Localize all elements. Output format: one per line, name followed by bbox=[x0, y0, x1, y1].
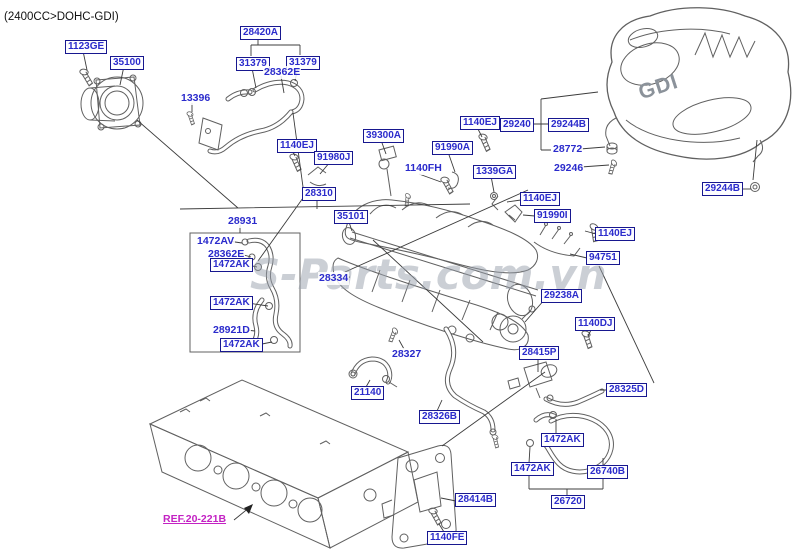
part-label-28326B[interactable]: 28326B bbox=[419, 410, 461, 424]
part-label-1140EJ[interactable]: 1140EJ bbox=[277, 139, 317, 153]
vapor-hose-assembly bbox=[183, 79, 305, 155]
map-sensor bbox=[378, 145, 397, 197]
part-label-29238A[interactable]: 29238A bbox=[541, 289, 583, 303]
cover-grommet bbox=[606, 142, 618, 155]
part-label-28310[interactable]: 28310 bbox=[302, 187, 336, 201]
part-label-31379[interactable]: 31379 bbox=[236, 57, 270, 71]
part-label-29244B[interactable]: 29244B bbox=[548, 118, 590, 132]
part-label-28327[interactable]: 28327 bbox=[391, 348, 423, 361]
part-label-1472AK[interactable]: 1472AK bbox=[210, 258, 253, 272]
part-label-28362E[interactable]: 28362E bbox=[207, 248, 246, 261]
part-label-28362E[interactable]: 28362E bbox=[263, 66, 302, 79]
part-label-28772[interactable]: 28772 bbox=[552, 143, 584, 156]
intake-manifold bbox=[332, 192, 539, 351]
part-label-35100[interactable]: 35100 bbox=[110, 56, 144, 70]
engine-block bbox=[148, 379, 419, 549]
part-label-91990I[interactable]: 91990I bbox=[534, 209, 571, 223]
part-label-21140[interactable]: 21140 bbox=[351, 386, 385, 400]
ref-link[interactable]: REF.20-221B bbox=[163, 513, 227, 525]
o-ring bbox=[341, 227, 357, 245]
ref-arrowhead bbox=[244, 504, 253, 514]
vacuum-fitting bbox=[348, 326, 402, 388]
part-label-28414B[interactable]: 28414B bbox=[455, 493, 497, 507]
throttle-body bbox=[77, 68, 144, 131]
part-label-26720[interactable]: 26720 bbox=[551, 495, 585, 509]
part-label-1140EJ[interactable]: 1140EJ bbox=[460, 116, 500, 130]
part-label-29246[interactable]: 29246 bbox=[553, 162, 585, 175]
part-label-1140EJ[interactable]: 1140EJ bbox=[520, 192, 560, 206]
part-label-1472AV[interactable]: 1472AV bbox=[196, 235, 236, 248]
part-label-1140FH[interactable]: 1140FH bbox=[404, 162, 443, 175]
part-label-91990A[interactable]: 91990A bbox=[432, 141, 474, 155]
cover-mount-nut bbox=[750, 182, 760, 192]
part-label-1140EJ[interactable]: 1140EJ bbox=[595, 227, 635, 241]
part-label-28415P[interactable]: 28415P bbox=[519, 346, 560, 360]
part-label-28420A[interactable]: 28420A bbox=[240, 26, 282, 40]
part-label-1140FE[interactable]: 1140FE bbox=[427, 531, 468, 545]
part-label-29240[interactable]: 29240 bbox=[500, 118, 534, 132]
part-label-1472AK[interactable]: 1472AK bbox=[511, 462, 554, 476]
part-label-1140DJ[interactable]: 1140DJ bbox=[575, 317, 616, 331]
engine-variant-title: (2400CC>DOHC-GDI) bbox=[4, 11, 119, 23]
part-label-94751[interactable]: 94751 bbox=[586, 251, 620, 265]
part-label-28931[interactable]: 28931 bbox=[227, 215, 259, 228]
part-label-26740B[interactable]: 26740B bbox=[587, 465, 629, 479]
part-label-1339GA[interactable]: 1339GA bbox=[473, 165, 517, 179]
harness-clamps bbox=[307, 166, 581, 257]
part-label-1472AK[interactable]: 1472AK bbox=[220, 338, 263, 352]
part-label-1123GE[interactable]: 1123GE bbox=[65, 40, 108, 54]
part-label-39300A[interactable]: 39300A bbox=[363, 129, 405, 143]
part-label-28334[interactable]: 28334 bbox=[318, 272, 350, 285]
part-label-29244B[interactable]: 29244B bbox=[702, 182, 744, 196]
support-bracket bbox=[381, 444, 457, 549]
part-label-1472AK[interactable]: 1472AK bbox=[210, 296, 253, 310]
part-label-35101[interactable]: 35101 bbox=[334, 210, 368, 224]
part-label-13396[interactable]: 13396 bbox=[180, 92, 212, 105]
part-label-91980J[interactable]: 91980J bbox=[314, 151, 354, 165]
part-label-28325D[interactable]: 28325D bbox=[606, 383, 648, 397]
part-label-1472AK[interactable]: 1472AK bbox=[541, 433, 584, 447]
part-label-28921D[interactable]: 28921D bbox=[212, 324, 251, 337]
